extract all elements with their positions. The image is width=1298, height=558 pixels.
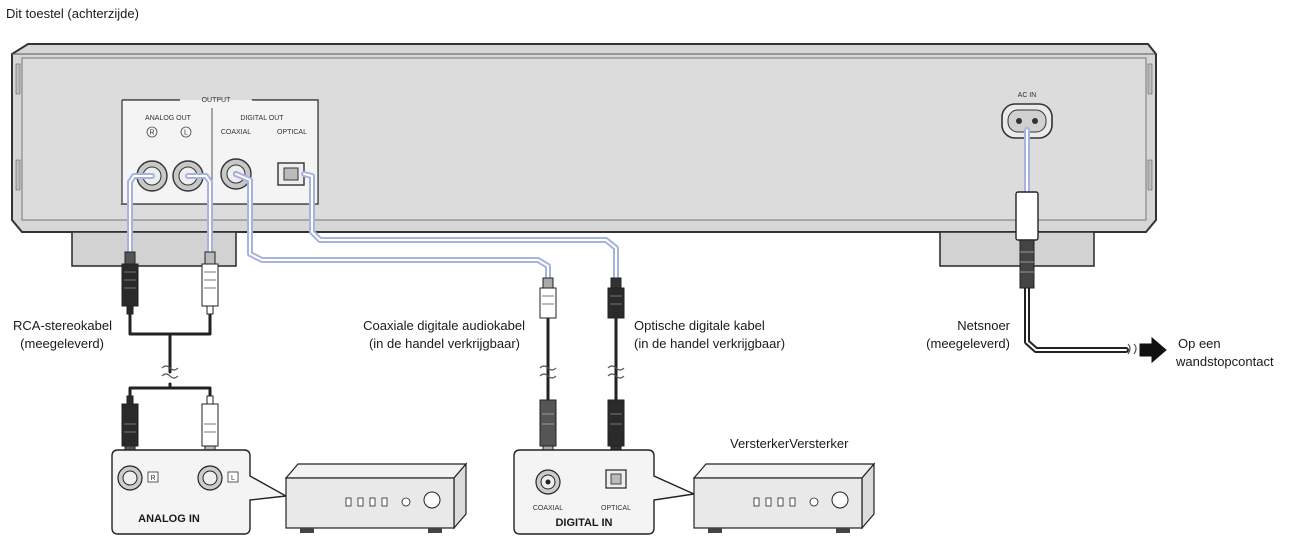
coax-plug-top: [539, 277, 557, 319]
optical-out-label: OPTICAL: [277, 129, 307, 136]
rca-cable-label-1: RCA-stereokabel: [13, 318, 112, 333]
outlet-label-2: wandstopcontact: [1175, 354, 1274, 369]
rear-panel: OUTPUT ANALOG OUT R L DIGITAL OUT COAXIA…: [11, 43, 1157, 267]
power-plug: [1015, 191, 1039, 289]
output-panel: OUTPUT ANALOG OUT R L DIGITAL OUT COAXIA…: [120, 97, 319, 205]
cable-labels: RCA-stereokabel (meegeleverd) Coaxiale d…: [13, 318, 1274, 451]
rca-plug-red-bottom: [121, 395, 139, 457]
digital-in-panel: COAXIAL OPTICAL DIGITAL IN: [513, 449, 697, 535]
cables: [127, 127, 1129, 406]
analog-out-r-label: R: [149, 130, 154, 137]
digital-in-label: DIGITAL IN: [555, 517, 612, 529]
power-cable-label-1: Netsnoer: [957, 318, 1010, 333]
analog-in-l-jack: [197, 465, 223, 491]
r-marker-icon: [146, 126, 158, 138]
ac-inlet: AC IN: [1001, 92, 1053, 139]
device-title: Dit toestel (achterzijde): [6, 6, 139, 21]
arrow-right-icon: [1139, 336, 1167, 364]
optical-out-jack: [277, 162, 305, 186]
outlet-label-1: Op een: [1178, 336, 1221, 351]
output-label: OUTPUT: [202, 97, 232, 104]
power-cable-label-2: (meegeleverd): [926, 336, 1010, 351]
digital-in-coaxial-label: COAXIAL: [533, 505, 563, 512]
coax-plug-bottom: [539, 399, 557, 457]
rca-cable-label-2: (meegeleverd): [20, 336, 104, 351]
optical-plug-top: [607, 277, 625, 319]
rca-plug-white-bottom: [201, 395, 219, 457]
coax-cable-label-1: Coaxiale digitale audiokabel: [363, 318, 525, 333]
optical-cable-label-1: Optische digitale kabel: [634, 318, 765, 333]
amplifier-1: [284, 462, 468, 533]
coax-cable-label-2: (in de handel verkrijgbaar): [369, 336, 520, 351]
analog-out-label: ANALOG OUT: [145, 115, 192, 122]
digital-in-optical-label: OPTICAL: [601, 505, 631, 512]
amplifier-2: [692, 462, 876, 533]
cable-break-marks: [161, 343, 1137, 379]
plugs: [121, 191, 1167, 457]
analog-in-panel: R L ANALOG IN: [111, 449, 289, 535]
optical-cable-label-2: (in de handel verkrijgbaar): [634, 336, 785, 351]
analog-in-r-jack: [117, 465, 143, 491]
l-marker-icon: [180, 126, 192, 138]
rca-plug-white-top: [201, 251, 219, 315]
digital-in-coaxial-jack: [535, 469, 561, 495]
ac-in-label: AC IN: [1018, 92, 1037, 99]
digital-out-label: DIGITAL OUT: [240, 115, 284, 122]
optical-plug-bottom: [607, 399, 625, 457]
coaxial-out-label: COAXIAL: [221, 129, 251, 136]
amplifier-label: VersterkerVersterker: [730, 436, 849, 451]
analog-out-l-label: L: [184, 130, 188, 137]
analog-in-l-label: L: [231, 475, 235, 482]
analog-in-label: ANALOG IN: [138, 513, 200, 525]
rca-plug-red-top: [121, 251, 139, 315]
digital-in-optical-jack: [605, 469, 627, 489]
analog-in-r-label: R: [150, 475, 155, 482]
